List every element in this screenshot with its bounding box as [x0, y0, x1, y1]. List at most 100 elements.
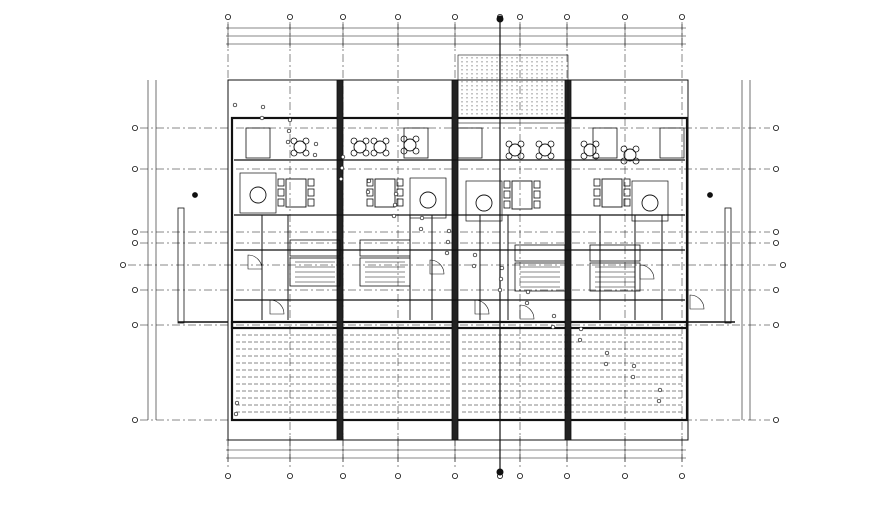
dining-table — [511, 180, 533, 210]
light-fixture — [419, 215, 425, 221]
chair — [517, 152, 525, 160]
light-fixture — [498, 276, 504, 282]
chair — [290, 149, 298, 157]
chair — [517, 140, 525, 148]
dining-table — [374, 178, 396, 208]
balcony-table — [353, 140, 367, 154]
balcony-table — [403, 138, 417, 152]
balcony-table — [508, 143, 522, 157]
grid-bubbles — [120, 13, 787, 479]
chair — [535, 140, 543, 148]
dining-chair — [593, 198, 601, 207]
light-fixture — [391, 213, 397, 219]
door-swing — [689, 294, 705, 310]
chair — [505, 140, 513, 148]
light-fixture — [631, 363, 637, 369]
chair — [412, 135, 420, 143]
grid-bubble — [131, 125, 138, 132]
light-fixture — [232, 102, 238, 108]
dining-chair — [307, 178, 315, 187]
chair — [620, 157, 628, 165]
grid-bubble — [394, 13, 401, 20]
kitchen-counter — [359, 239, 411, 257]
grid-bubble — [780, 261, 787, 268]
light-fixture — [340, 154, 346, 160]
grid-bubble — [131, 286, 138, 293]
chair — [362, 137, 370, 145]
chair — [535, 152, 543, 160]
chair — [350, 137, 358, 145]
dining-chair — [533, 180, 541, 189]
dining-chair — [533, 200, 541, 209]
grid-bubble — [517, 472, 524, 479]
grid-bubble — [496, 468, 504, 476]
kitchen-counter — [514, 244, 566, 262]
grid-bubble — [773, 321, 780, 328]
light-fixture — [550, 324, 556, 330]
dining-chair — [623, 188, 631, 197]
grid-bubble — [773, 125, 780, 132]
dining-chair — [593, 178, 601, 187]
light-fixture — [260, 104, 266, 110]
round-table — [249, 186, 267, 204]
kitchen-counter — [589, 244, 641, 262]
light-fixture — [525, 289, 531, 295]
balcony-table — [293, 140, 307, 154]
walls — [177, 54, 735, 441]
light-fixture — [339, 165, 345, 171]
door-swing — [247, 254, 263, 270]
side-fence-right — [724, 207, 732, 324]
party-wall — [564, 79, 572, 441]
light-fixture — [551, 313, 557, 319]
door-swing — [269, 299, 285, 315]
light-fixture — [393, 191, 399, 197]
chair — [632, 157, 640, 165]
staircase — [289, 257, 341, 287]
light-fixture — [657, 387, 663, 393]
grid-bubble — [339, 472, 346, 479]
grid-bubble — [564, 472, 571, 479]
grid-bubble — [679, 13, 686, 20]
window-bay — [245, 127, 271, 159]
light-fixture — [656, 398, 662, 404]
chair — [350, 149, 358, 157]
dining-chair — [503, 190, 511, 199]
light-fixture — [366, 178, 372, 184]
chair — [412, 147, 420, 155]
window-bay — [659, 127, 685, 159]
light-fixture — [497, 287, 503, 293]
light-fixture — [499, 265, 505, 271]
grid-bubble — [224, 472, 231, 479]
dining-chair — [503, 180, 511, 189]
grid-bubble — [131, 239, 138, 246]
chair — [592, 152, 600, 160]
window-bay — [457, 127, 483, 159]
side-fence-left — [177, 207, 185, 324]
dining-table — [285, 178, 307, 208]
dining-chair — [396, 178, 404, 187]
grid-bubble — [622, 472, 629, 479]
chair — [302, 149, 310, 157]
grid-bubble — [120, 261, 127, 268]
round-table — [475, 194, 493, 212]
chair — [382, 149, 390, 157]
upper-floor-walls — [230, 116, 689, 330]
grid-bubble — [707, 192, 713, 198]
grid-bubble — [192, 192, 198, 198]
light-fixture — [418, 226, 424, 232]
chair — [547, 140, 555, 148]
dining-chair — [366, 178, 374, 187]
living-area — [239, 172, 277, 214]
light-fixture — [338, 176, 344, 182]
chair — [362, 149, 370, 157]
dining-chair — [277, 178, 285, 187]
dining-chair — [623, 178, 631, 187]
round-table — [641, 194, 659, 212]
grid-bubble — [451, 472, 458, 479]
dining-chair — [623, 198, 631, 207]
grid-bubble — [131, 321, 138, 328]
round-table — [419, 191, 437, 209]
grid-bubble — [517, 13, 524, 20]
grid-bubble — [451, 13, 458, 20]
dining-chair — [277, 198, 285, 207]
